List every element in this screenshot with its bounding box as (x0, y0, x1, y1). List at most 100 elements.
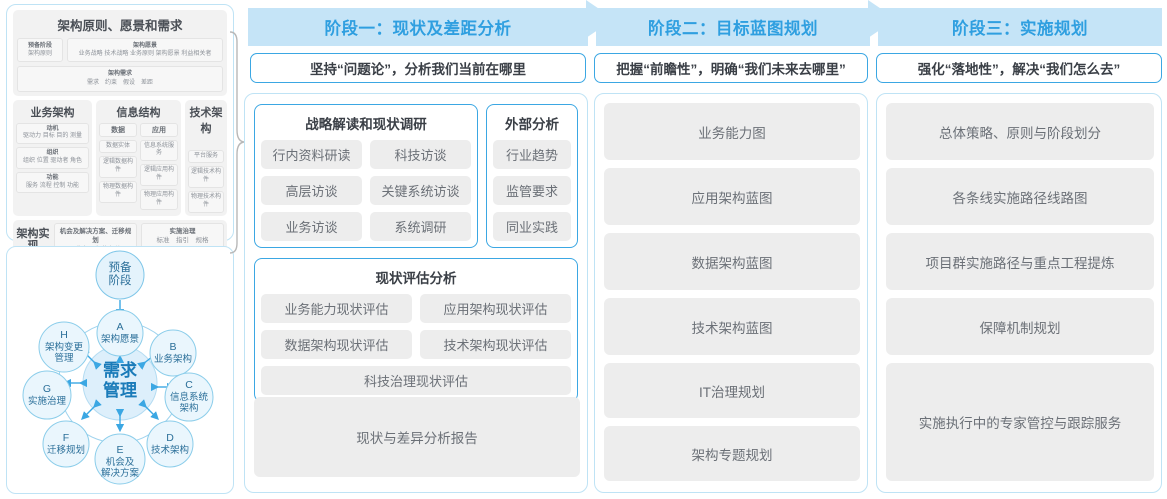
togaf-prep-title: 预备阶段 (27, 43, 52, 49)
subcolumn-header: 应用 (140, 122, 178, 137)
phase3-chip[interactable]: 实施执行中的专家管控与跟踪服务 (886, 363, 1154, 481)
svg-text:E: E (116, 444, 123, 456)
assessment-row-full: 科技治理现状评估 (261, 366, 571, 395)
research-row: 行内资料研读 科技访谈 (261, 140, 471, 169)
research-chip[interactable]: 行内资料研读 (261, 140, 362, 169)
phase2-chip[interactable]: 技术架构蓝图 (604, 298, 860, 355)
external-analysis-title: 外部分析 (505, 117, 559, 132)
research-chip[interactable]: 关键系统访谈 (370, 176, 471, 205)
togaf-business-group: 功能 服务 流程 控制 功能 (16, 171, 90, 194)
togaf-prep-box: 预备阶段 架构原则 (17, 38, 63, 63)
phase-banner-1-label: 阶段一：现状及差距分析 (324, 20, 512, 38)
impl-title: 实施治理 (169, 227, 196, 235)
assessment-box: 现状评估分析 业务能力现状评估 应用架构现状评估 数据架构现状评估 技术架构现状… (254, 258, 578, 402)
external-chip[interactable]: 监管要求 (493, 176, 571, 205)
svg-text:架构: 架构 (179, 402, 198, 414)
togaf-top-title: 架构原则、愿景和需求 (57, 19, 183, 33)
phase2-chip[interactable]: 业务能力图 (604, 103, 860, 160)
svg-text:管理: 管理 (103, 380, 137, 400)
togaf-top-section: 架构原则、愿景和需求 预备阶段 架构原则 架构愿景 业务战略 技术战略 业务原则… (13, 10, 227, 96)
phase2-list: 业务能力图 应用架构蓝图 数据架构蓝图 技术架构蓝图 IT治理规划 架构专题规划 (604, 103, 860, 481)
togaf-vision-sub: 业务战略 技术战略 业务原则 架构愿景 利益相关者 (78, 51, 212, 58)
assessment-chip[interactable]: 应用架构现状评估 (420, 294, 571, 323)
assessment-chip-full[interactable]: 科技治理现状评估 (261, 366, 571, 395)
phase-subtitle-2: 把握“前瞻性”，明确“我们未来去哪里” (594, 53, 868, 83)
technology-item: 平台服务 (187, 149, 224, 164)
svg-text:机会及: 机会及 (106, 456, 135, 468)
phase-banner-2-label: 阶段二：目标蓝图规划 (648, 20, 818, 38)
phase3-chip[interactable]: 保障机制规划 (886, 298, 1154, 355)
togaf-business-group: 动机 驱动力 目标 目的 测量 (16, 122, 90, 145)
svg-text:C: C (185, 379, 193, 391)
togaf-technology-items: 平台服务 逻辑技术构件 物理技术构件 (187, 139, 224, 213)
adm-cycle-panel: 需求 管理 预备 阶段 A 架构愿景 B (6, 246, 234, 494)
phase-banner-3-label: 阶段三：实施规划 (952, 20, 1088, 38)
svg-text:G: G (43, 383, 51, 395)
togaf-subcolumn-application: 应用 信息系统服务 逻辑应用构件 物理应用构件 (140, 122, 178, 211)
phase2-chip[interactable]: 应用架构蓝图 (604, 168, 860, 225)
svg-text:业务架构: 业务架构 (154, 353, 192, 365)
togaf-information-title: 信息结构 (116, 106, 161, 119)
svg-text:实施治理: 实施治理 (28, 395, 67, 407)
svg-text:架构愿景: 架构愿景 (101, 333, 139, 345)
phase-2-card: 业务能力图 应用架构蓝图 数据架构蓝图 技术架构蓝图 IT治理规划 架构专题规划 (594, 93, 868, 493)
group-title: 组织 (46, 150, 59, 157)
assessment-chip[interactable]: 数据架构现状评估 (261, 330, 412, 359)
svg-text:信息系统: 信息系统 (170, 391, 209, 403)
phase2-chip[interactable]: 架构专题规划 (604, 426, 860, 481)
research-chip[interactable]: 科技访谈 (370, 140, 471, 169)
phase2-chip[interactable]: 数据架构蓝图 (604, 233, 860, 290)
phase1-report-chip[interactable]: 现状与差异分析报告 (254, 397, 580, 477)
research-chip[interactable]: 高层访谈 (261, 176, 362, 205)
togaf-column-information: 信息结构 数据 数据实体 逻辑数据构件 物理数据构件 应用 信息系统服务 逻辑应… (96, 99, 181, 216)
togaf-framework-panel: 架构原则、愿景和需求 预备阶段 架构原则 架构愿景 业务战略 技术战略 业务原则… (6, 4, 234, 261)
technology-item: 物理技术构件 (187, 190, 224, 213)
svg-text:迁移规划: 迁移规划 (47, 444, 85, 456)
svg-text:D: D (166, 432, 174, 444)
group-title: 动机 (46, 125, 59, 132)
group-sub: 驱动力 目标 目的 测量 (23, 133, 83, 140)
togaf-prep-sub: 架构原则 (27, 51, 52, 58)
svg-text:A: A (116, 321, 123, 333)
research-chip[interactable]: 业务访谈 (261, 212, 362, 241)
external-chip[interactable]: 行业趋势 (493, 140, 571, 169)
phase3-chip[interactable]: 项目群实施路径与重点工程提炼 (886, 233, 1154, 290)
svg-text:阶段: 阶段 (109, 273, 132, 287)
phase3-chip[interactable]: 总体策略、原则与阶段划分 (886, 103, 1154, 160)
svg-text:管理: 管理 (54, 352, 74, 364)
subcolumn-item: 数据实体 (99, 139, 138, 154)
subcolumn-item: 逻辑应用构件 (140, 164, 178, 186)
togaf-technology-title: 技术架构 (189, 106, 223, 135)
phase-banner-2: 阶段二：目标蓝图规划 (596, 8, 870, 46)
togaf-requirements-sub: 需求 约束 假设 差距 (86, 79, 153, 86)
external-analysis-list: 行业趋势 监管要求 同业实践 (493, 140, 571, 241)
togaf-business-group: 组织 组织 位置 驱动者 角色 (16, 147, 90, 169)
togaf-requirements-title: 架构需求 (107, 71, 132, 78)
phase-3-card: 总体策略、原则与阶段划分 各条线实施路径线路图 项目群实施路径与重点工程提炼 保… (876, 93, 1162, 493)
assessment-chip[interactable]: 技术架构现状评估 (420, 330, 571, 359)
research-chip[interactable]: 系统调研 (370, 212, 471, 241)
impl-sub: 标准 指引 规格 (156, 236, 209, 244)
research-box: 战略解读和现状调研 行内资料研读 科技访谈 高层访谈 关键系统访谈 业务访谈 系… (254, 104, 478, 248)
togaf-information-subcolumns: 数据 数据实体 逻辑数据构件 物理数据构件 应用 信息系统服务 逻辑应用构件 物… (99, 122, 178, 211)
external-chip[interactable]: 同业实践 (493, 212, 571, 241)
svg-text:需求: 需求 (103, 360, 137, 380)
assessment-chip[interactable]: 业务能力现状评估 (261, 294, 412, 323)
group-sub: 组织 位置 驱动者 角色 (23, 157, 83, 164)
subcolumn-item: 物理应用构件 (140, 188, 178, 211)
togaf-business-title: 业务架构 (30, 106, 75, 119)
research-title: 战略解读和现状调研 (305, 117, 427, 132)
subcolumn-header: 数据 (99, 122, 138, 137)
togaf-vision-box: 架构愿景 业务战略 技术战略 业务原则 架构愿景 利益相关者 (67, 38, 223, 63)
togaf-subcolumn-data: 数据 数据实体 逻辑数据构件 物理数据构件 (99, 122, 138, 211)
togaf-column-technology: 技术架构 平台服务 逻辑技术构件 物理技术构件 (184, 99, 227, 216)
phase3-chip[interactable]: 各条线实施路径线路图 (886, 168, 1154, 225)
impl-title: 机会及解决方案、迁移规划 (59, 227, 132, 244)
svg-text:预备: 预备 (109, 260, 132, 274)
phase2-chip[interactable]: IT治理规划 (604, 363, 860, 418)
togaf-column-business: 业务架构 动机 驱动力 目标 目的 测量 组织 组织 位置 驱动者 角色 功能 … (13, 99, 93, 216)
togaf-domain-columns: 业务架构 动机 驱动力 目标 目的 测量 组织 组织 位置 驱动者 角色 功能 … (13, 99, 227, 216)
subcolumn-item: 物理数据构件 (99, 180, 138, 203)
adm-cycle-diagram: 需求 管理 预备 阶段 A 架构愿景 B (22, 250, 214, 485)
technology-item: 逻辑技术构件 (187, 166, 224, 188)
